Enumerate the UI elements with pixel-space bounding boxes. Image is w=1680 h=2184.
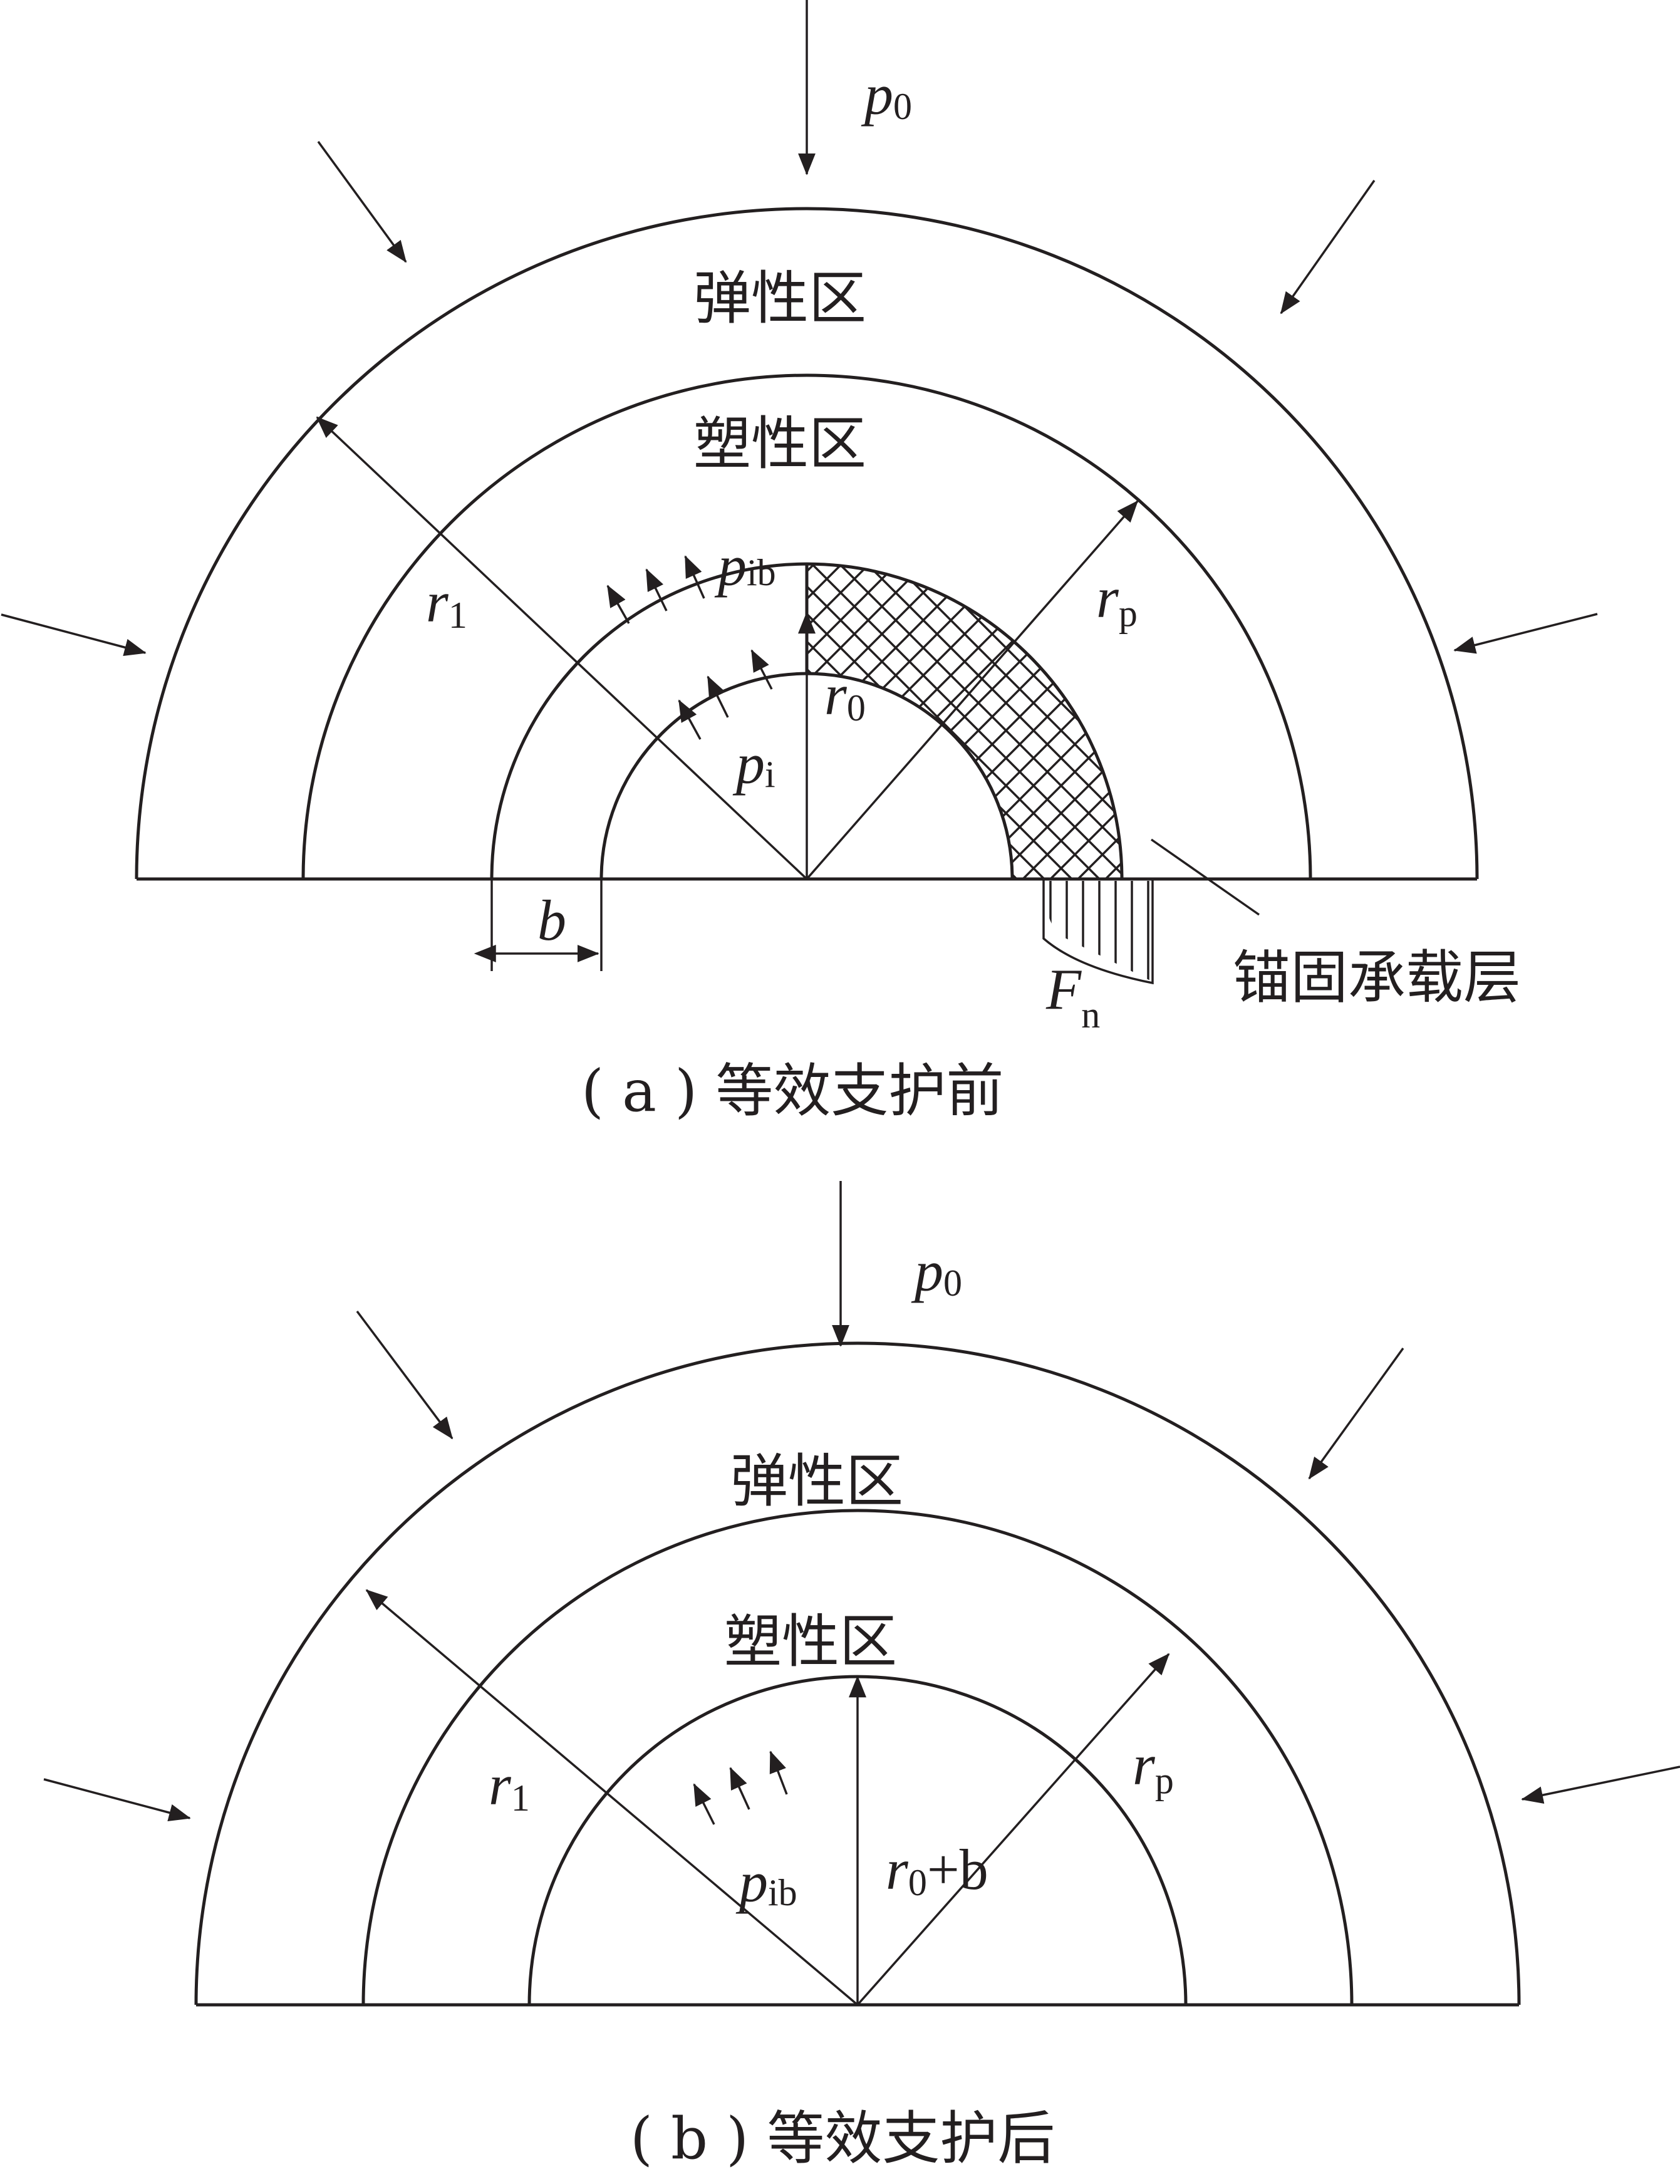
rp-arrow	[806, 500, 1139, 880]
load-arrow-upper-left	[317, 140, 407, 263]
anchor-bearing-layer-hatch	[807, 564, 1122, 879]
load-arrow-right	[1453, 613, 1598, 654]
b-label: b	[537, 888, 566, 952]
load-arrow-left	[1, 613, 147, 657]
r1-arrow-b	[365, 1589, 859, 2006]
rp-label: rp	[1096, 566, 1138, 634]
pib-label: pib	[714, 534, 776, 598]
anchor-layer-leader	[1150, 838, 1260, 916]
caption-a: ( a ) 等效支护前	[581, 1058, 1003, 1125]
elastic-zone-boundary-b	[194, 1341, 1521, 2005]
r0b-label-b: r0+b	[886, 1838, 988, 1903]
load-arrow-upper-right-b	[1308, 1347, 1404, 1480]
load-arrow-left-b	[43, 1778, 191, 1821]
plastic-zone-label: 塑性区	[693, 410, 866, 477]
support-pressure-arrows-b	[693, 1750, 788, 1825]
p0-label: p0	[861, 63, 912, 127]
r1-label: r1	[426, 570, 467, 636]
rp-label-b: rp	[1133, 1733, 1174, 1801]
plastic-zone-label-b: 塑性区	[724, 1608, 897, 1675]
b-dimension	[474, 879, 603, 971]
elastic-zone-label-b: 弹性区	[730, 1448, 903, 1515]
anchor-layer-label: 锚固承载层	[1233, 944, 1521, 1011]
panel-b: 弹性区 塑性区 p0 r1 rp pib r0+b ( b ) 等效支护后	[43, 1181, 1680, 2172]
panel-a: 弹性区 塑性区 p0 r1 rp r0 pib pi b Fn 锚固承载层 ( …	[1, 0, 1598, 1125]
elastic-zone-label: 弹性区	[693, 265, 866, 332]
plastic-zone-boundary-b	[361, 1509, 1354, 2005]
support-pressure-arrows	[606, 555, 773, 740]
load-arrow-upper-right	[1280, 179, 1376, 315]
load-arrow-upper-left-b	[356, 1310, 454, 1440]
r1-arrow	[316, 416, 808, 880]
load-arrow-right-b	[1521, 1765, 1680, 1804]
pib-label-b: pib	[735, 1850, 797, 1914]
elastic-zone-boundary	[135, 207, 1479, 880]
r0-label: r0	[824, 663, 866, 729]
caption-b: ( b ) 等效支护后	[630, 2105, 1055, 2172]
fn-label: Fn	[1045, 957, 1100, 1036]
plastic-zone-boundary	[301, 373, 1312, 880]
pi-label: pi	[732, 732, 775, 796]
p0-label-b: p0	[911, 1239, 962, 1304]
r1-label-b: r1	[489, 1753, 530, 1819]
rp-arrow-b	[856, 1653, 1170, 2006]
